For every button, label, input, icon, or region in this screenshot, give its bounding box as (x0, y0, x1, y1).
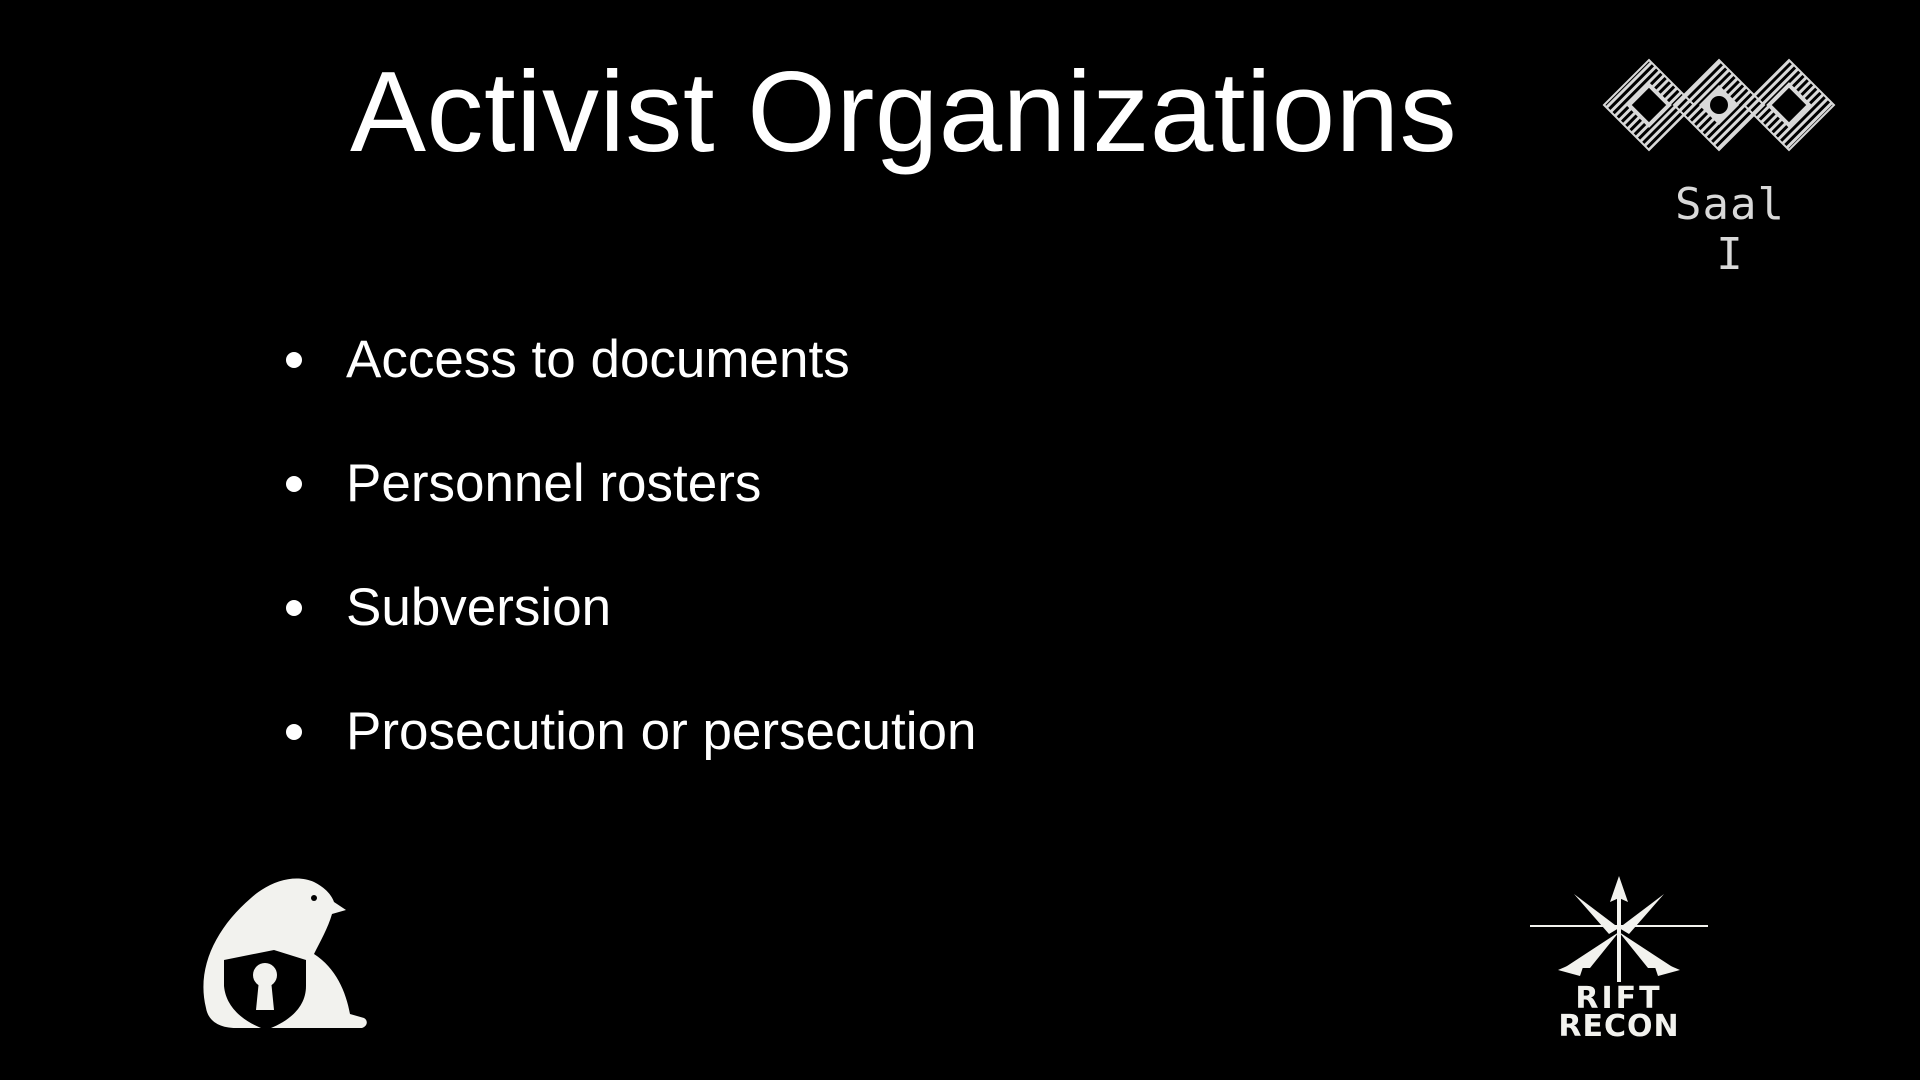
seal-with-keyhole-shield-icon (203, 878, 367, 1030)
bullet-text: Prosecution or persecution (346, 702, 977, 761)
bullet-list: Access to documents Personnel rosters Su… (280, 298, 976, 794)
bullet-text: Personnel rosters (346, 454, 762, 513)
rift-logo-text-line2: RECON (1558, 1009, 1679, 1040)
bullet-dot-icon (286, 476, 302, 492)
list-item: Personnel rosters (280, 422, 976, 546)
room-label: Saal I (1675, 179, 1785, 280)
list-item: Prosecution or persecution (280, 670, 976, 794)
bullet-dot-icon (286, 352, 302, 368)
rift-logo-text-line1: RIFT (1575, 981, 1662, 1016)
bullet-dot-icon (286, 600, 302, 616)
bullet-text: Subversion (346, 578, 612, 637)
list-item: Access to documents (280, 298, 976, 422)
slide-title: Activist Organizations (350, 49, 1458, 176)
bullet-text: Access to documents (346, 330, 850, 389)
list-item: Subversion (280, 546, 976, 670)
bullet-dot-icon (286, 724, 302, 740)
rift-recon-star-arrow-icon: RIFT RECON (1530, 876, 1708, 1040)
geometric-diamond-logo-icon (1602, 58, 1836, 152)
